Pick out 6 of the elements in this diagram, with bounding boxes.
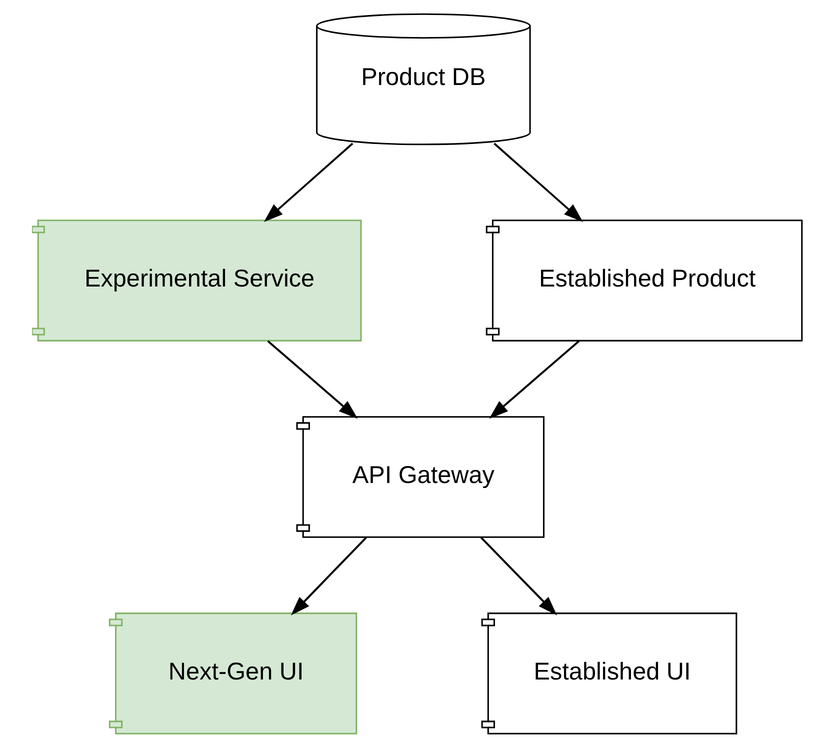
arrow: [264, 142, 354, 222]
arrow: [290, 536, 367, 616]
arrow: [489, 340, 580, 419]
arrow: [267, 340, 358, 419]
arrow: [494, 142, 583, 222]
arrow: [480, 536, 558, 616]
